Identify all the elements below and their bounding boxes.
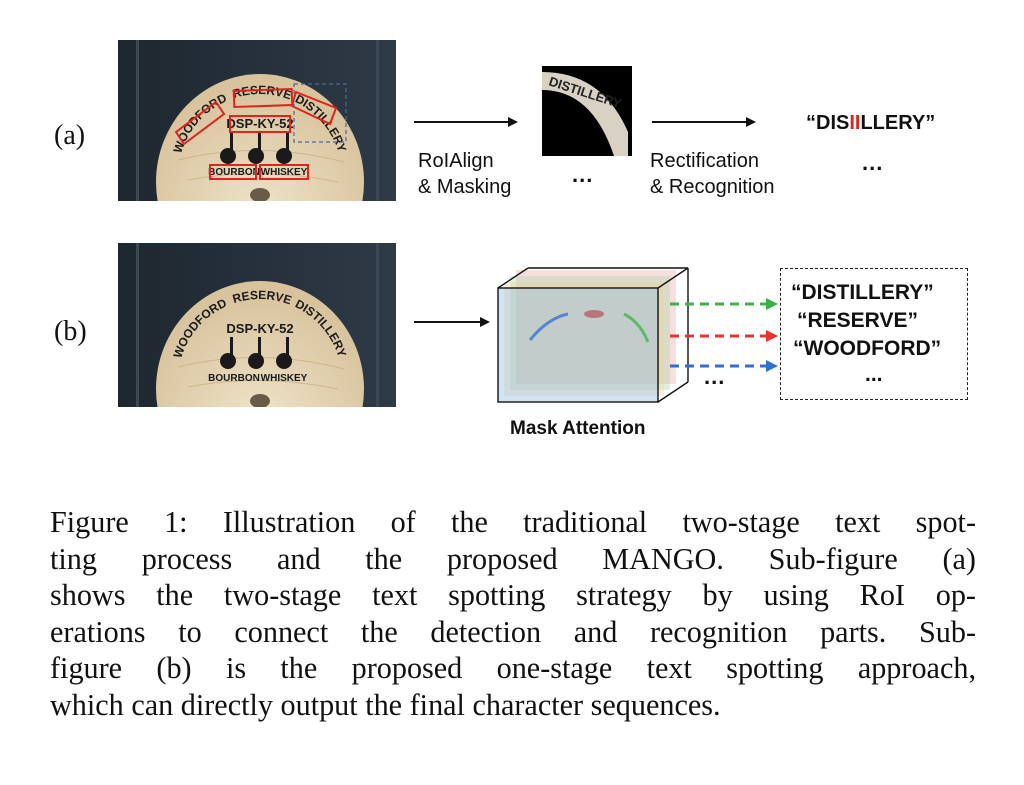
- photo-a-bottom-left: BOURBON: [208, 167, 260, 178]
- photo-b-bottom-right: WHISKEY: [261, 373, 308, 384]
- seal-logo-b: [250, 394, 270, 407]
- caption-line-1: Figure 1: Illustration of the traditiona…: [50, 505, 976, 539]
- caption-line-2: ting process and the proposed MANGO. Sub…: [50, 541, 976, 576]
- photo-b-line2: DSP-KY-52: [226, 321, 293, 336]
- barrel-photo-a: WOODFORD RESERVE DISTILLERY DSP-KY-52 BO…: [118, 40, 396, 201]
- photo-a-bottom-right: WHISKEY: [261, 167, 308, 178]
- output-ellipsis: ...: [865, 363, 883, 386]
- mask-attention-label: Mask Attention: [510, 418, 646, 439]
- detection-box-whiskey: [259, 164, 309, 180]
- output-arrows: [670, 298, 778, 372]
- detection-box-woodford: [174, 100, 226, 146]
- op-label-rectification-line1: Rectification: [650, 150, 759, 172]
- photo-b-arc-mid: RESERVE: [231, 288, 294, 308]
- seal-logo-a: [250, 188, 270, 201]
- detection-box-dsp: [229, 115, 291, 133]
- output-distillery: “DISTILLERY”: [791, 281, 934, 304]
- roi-dashed-box: [293, 83, 347, 143]
- photo-b-bottom-left: BOURBON: [208, 373, 260, 384]
- subfigure-b-label: (b): [54, 316, 87, 347]
- op-label-roialign-line2: & Masking: [418, 176, 512, 198]
- caption-line-4: erations to connect the detection and re…: [50, 614, 976, 649]
- result-suffix: LLERY”: [860, 112, 936, 134]
- subfigure-a-label: (a): [54, 120, 86, 151]
- op-label-roialign-line1: RoIAlign: [418, 150, 494, 172]
- op-label-rectification-line2: & Recognition: [650, 176, 775, 198]
- svg-text:RESERVE: RESERVE: [231, 288, 294, 308]
- ellipsis-result: ...: [862, 150, 884, 175]
- result-open-quote: “: [806, 112, 816, 134]
- output-sequences-box: “DISTILLERY” “RESERVE” “WOODFORD” ...: [780, 268, 968, 400]
- caption-line-3: shows the two-stage text spotting strate…: [50, 578, 976, 612]
- photo-a-line2: DSP-KY-52: [226, 116, 293, 131]
- recognition-result: “DISIILLERY”: [806, 112, 935, 135]
- arrow-to-mask: [414, 317, 490, 327]
- figure-caption: Figure 1: Illustration of the traditiona…: [50, 504, 976, 723]
- svg-text:RESERVE: RESERVE: [231, 83, 294, 103]
- masked-crop-image: DISTILLERY: [542, 66, 632, 156]
- detection-box-reserve: [232, 87, 294, 109]
- detection-box-distillery: [290, 90, 338, 126]
- op-label-roialign: RoIAlign & Masking: [418, 148, 511, 200]
- photo-a-arc-mid: RESERVE: [231, 83, 294, 103]
- result-prefix: DIS: [816, 112, 850, 134]
- result-error-chars: II: [849, 112, 861, 134]
- ellipsis-mask: ...: [704, 364, 726, 389]
- arrow-roialign: [414, 117, 518, 127]
- ellipsis-crop: ...: [572, 162, 594, 187]
- output-reserve: “RESERVE”: [797, 309, 918, 332]
- caption-line-6: which can directly output the final char…: [50, 687, 721, 722]
- op-label-rectification: Rectification & Recognition: [650, 148, 775, 200]
- detection-box-bourbon: [209, 164, 257, 180]
- output-woodford: “WOODFORD”: [793, 337, 942, 360]
- barrel-photo-b: WOODFORD RESERVE DISTILLERY DSP-KY-52 BO…: [118, 243, 396, 407]
- arrow-rectification: [652, 117, 756, 127]
- mask-attention-cube: [497, 267, 689, 403]
- caption-line-5: figure (b) is the proposed one-stage tex…: [50, 651, 976, 685]
